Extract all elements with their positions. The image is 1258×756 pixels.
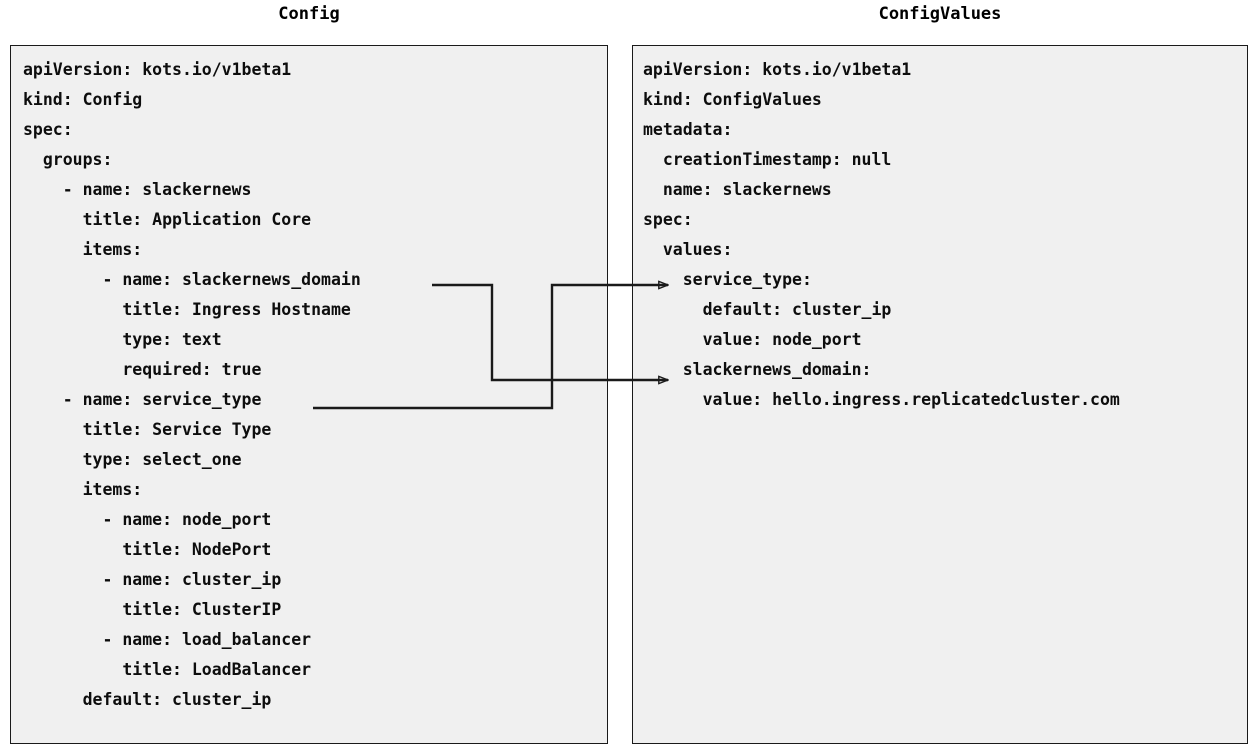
config-yaml-line-8: title: Ingress Hostname [23,300,351,319]
config-yaml-line-4: - name: slackernews [23,180,252,199]
configvalues-yaml-line-0: apiVersion: kots.io/v1beta1 [643,60,912,79]
config-yaml-line-14: items: [23,480,143,499]
config-yaml-line-1: kind: Config [23,90,143,109]
config-yaml-line-18: title: ClusterIP [23,600,282,619]
config-yaml-line-5: title: Application Core [23,210,312,229]
configvalues-yaml-line-9: value: node_port [643,330,862,349]
config-yaml-line-17: - name: cluster_ip [23,570,282,589]
configvalues-yaml-text: apiVersion: kots.io/v1beta1 kind: ConfigV… [633,46,1120,415]
config-yaml-line-12: title: Service Type [23,420,272,439]
config-yaml-line-20: title: LoadBalancer [23,660,312,679]
configvalues-yaml-line-6: values: [643,240,733,259]
config-yaml-line-3: groups: [23,150,113,169]
config-yaml-line-19: - name: load_balancer [23,630,312,649]
config-yaml-line-15: - name: node_port [23,510,272,529]
configvalues-yaml-line-8: default: cluster_ip [643,300,892,319]
config-yaml-line-16: title: NodePort [23,540,272,559]
configvalues-yaml-line-10: slackernews_domain: [643,360,872,379]
configvalues-yaml-line-11: value: hello.ingress.replicatedcluster.c… [643,390,1120,409]
config-yaml-line-0: apiVersion: kots.io/v1beta1 [23,60,292,79]
configvalues-yaml-line-1: kind: ConfigValues [643,90,822,109]
configvalues-yaml-line-7: service_type: [643,270,812,289]
config-yaml-line-11: - name: service_type [23,390,262,409]
configvalues-yaml-line-3: creationTimestamp: null [643,150,892,169]
config-yaml-line-9: type: text [23,330,222,349]
config-yaml-line-21: default: cluster_ip [23,690,272,709]
config-yaml-line-7: - name: slackernews_domain [23,270,361,289]
config-yaml-text: apiVersion: kots.io/v1beta1 kind: Config s… [11,46,361,715]
config-panel-title: Config [278,4,340,24]
configvalues-yaml-line-2: metadata: [643,120,733,139]
config-yaml-line-2: spec: [23,120,73,139]
configvalues-yaml-line-4: name: slackernews [643,180,832,199]
config-yaml-line-6: items: [23,240,143,259]
config-yaml-line-10: required: true [23,360,262,379]
configvalues-yaml-line-5: spec: [643,210,693,229]
configvalues-yaml-panel: apiVersion: kots.io/v1beta1 kind: ConfigV… [632,45,1248,744]
config-yaml-line-13: type: select_one [23,450,242,469]
config-yaml-panel: apiVersion: kots.io/v1beta1 kind: Config s… [10,45,608,744]
configvalues-panel-title: ConfigValues [878,4,1002,24]
